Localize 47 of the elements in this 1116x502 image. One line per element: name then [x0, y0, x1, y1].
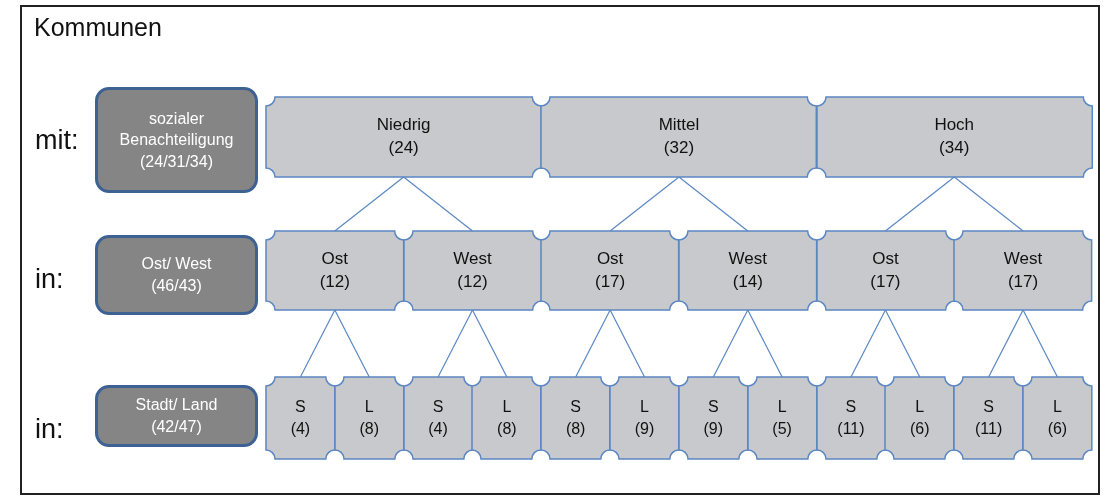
connector-line: [334, 176, 405, 232]
category-label: Ost (17): [595, 247, 626, 293]
category-label: Mittel (32): [658, 114, 700, 159]
connector-line: [747, 309, 783, 378]
connector-line: [953, 176, 1024, 232]
category-label: Hoch (34): [934, 114, 975, 159]
row-label: mit:: [35, 125, 79, 156]
category-label: Ost (17): [870, 247, 901, 293]
category-label: L (6): [910, 397, 930, 439]
category-box: sozialer Benachteiligung (24/31/34): [95, 87, 258, 193]
category-label: L (5): [772, 397, 792, 439]
category-label: S (9): [703, 397, 724, 439]
category-label: S (11): [974, 397, 1003, 439]
category-label: West (14): [728, 247, 767, 293]
connector-line: [609, 309, 646, 378]
connector-line: [1022, 309, 1059, 378]
category-label: Niedrig (24): [376, 114, 431, 159]
category-label: L (9): [634, 397, 655, 439]
connector-line: [299, 309, 336, 378]
category-label: L (6): [1047, 397, 1068, 439]
connector-line: [988, 309, 1024, 378]
category-label: S (4): [428, 397, 448, 439]
frame-box: [20, 5, 1100, 495]
connector-line: [678, 176, 749, 232]
connector-line: [437, 309, 474, 378]
connector-line: [850, 309, 887, 378]
connector-line: [575, 309, 611, 378]
connector-line: [609, 176, 680, 232]
category-label: L (8): [359, 397, 379, 439]
row-label: in:: [35, 264, 64, 295]
category-label: West (12): [453, 247, 492, 293]
category-label: S (4): [290, 397, 311, 439]
category-box: Stadt/ Land (42/47): [95, 385, 258, 447]
category-box: Ost/ West (46/43): [95, 235, 258, 315]
category-label: S (8): [565, 397, 586, 439]
connector-line: [884, 176, 955, 232]
connector-line: [334, 309, 370, 378]
category-label: Ost (12): [319, 247, 350, 293]
category-label: S (11): [837, 397, 865, 439]
category-label: L (8): [497, 397, 517, 439]
connector-line: [712, 309, 749, 378]
category-label: West (17): [1003, 247, 1043, 293]
frame-title: Kommunen: [34, 13, 162, 42]
connector-line: [884, 309, 921, 378]
row-label: in:: [35, 414, 64, 445]
connector-line: [403, 176, 474, 232]
connector-line: [471, 309, 508, 378]
